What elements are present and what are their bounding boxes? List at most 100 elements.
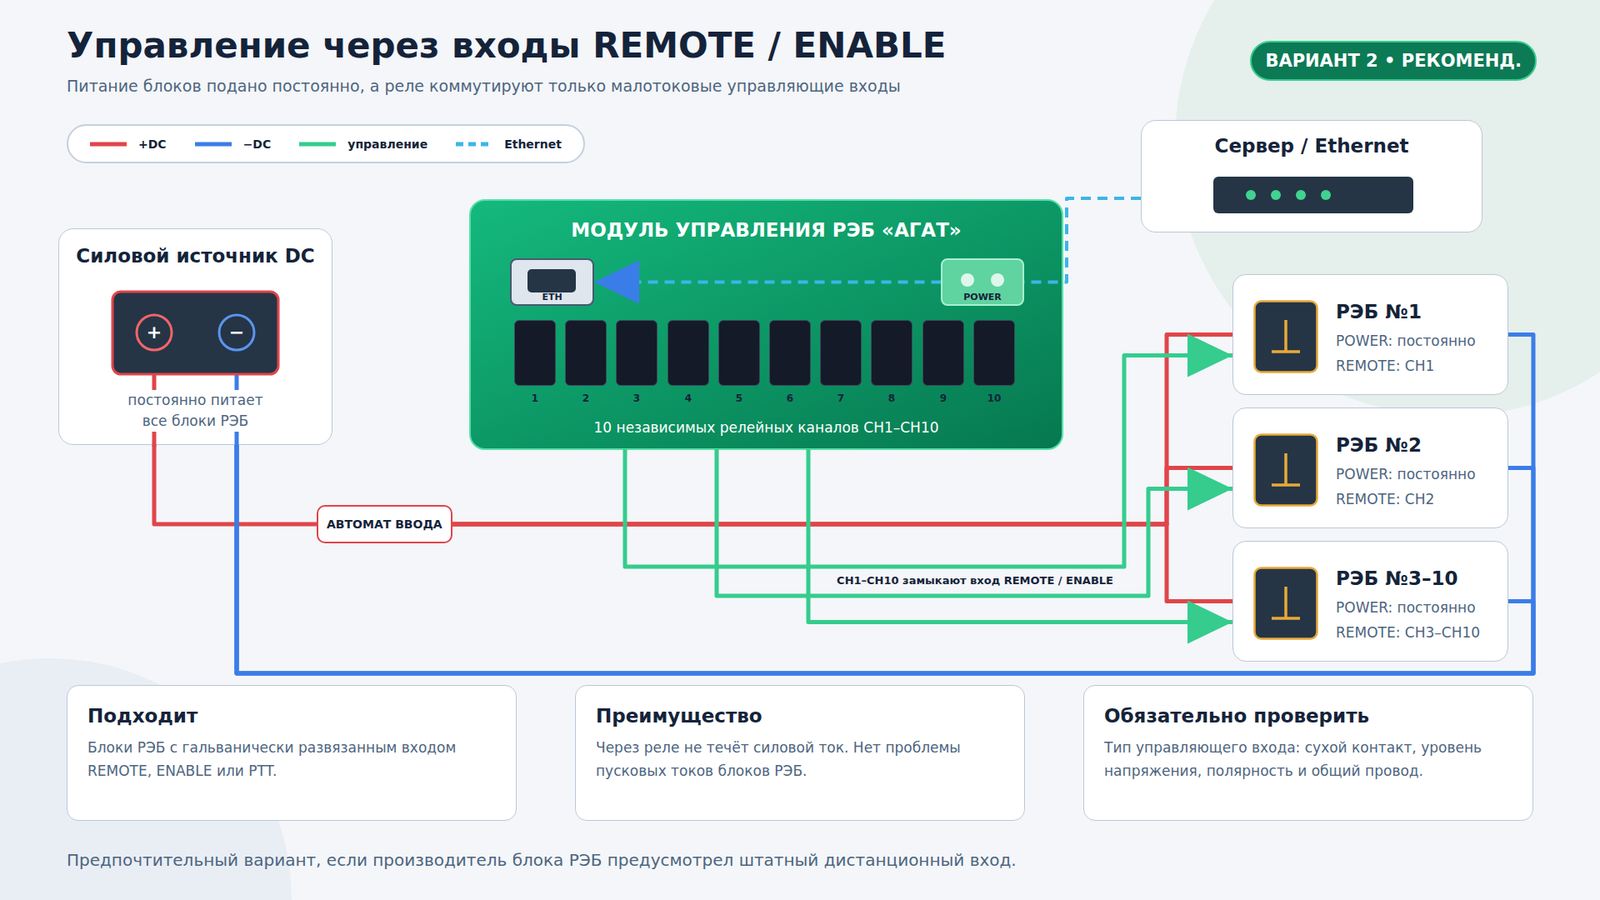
channel-number: 2 — [565, 392, 607, 405]
reb-icon — [1253, 300, 1319, 374]
power-pin — [960, 273, 975, 287]
channel-number: 5 — [718, 392, 760, 405]
relay-block — [615, 320, 658, 386]
legend-line — [90, 141, 127, 146]
legend-text: управление — [347, 137, 428, 151]
card-title: Преимущество — [595, 704, 1005, 728]
wire-connector — [808, 449, 1233, 623]
card-body: Блоки РЭБ с гальванически развязанным вх… — [87, 735, 496, 783]
server-body — [1213, 176, 1414, 214]
legend-sample — [455, 140, 493, 148]
status-led — [1320, 190, 1331, 200]
wire-connector — [236, 445, 1534, 674]
power-port: POWER — [940, 258, 1025, 306]
ground-symbol — [1271, 586, 1300, 619]
relay-block — [667, 320, 710, 386]
legend-sample — [299, 140, 336, 148]
eth-port: ETH — [510, 258, 595, 306]
info-card: ПодходитБлоки РЭБ с гальванически развяз… — [66, 685, 517, 821]
relay-channel: 7 — [820, 320, 862, 405]
icon-frame — [1255, 568, 1318, 640]
legend-line — [299, 141, 336, 146]
unit-line: POWER: постоянно — [1335, 461, 1498, 487]
info-card: ПреимуществоЧерез реле не течёт силовой … — [575, 685, 1025, 821]
card-body: Тип управляющего входа: сухой контакт, у… — [1104, 735, 1513, 783]
power-source-box: Силовой источник DCпостоянно питает все … — [58, 228, 333, 445]
info-card: Обязательно проверитьТип управляющего вх… — [1083, 685, 1534, 821]
relay-block — [514, 320, 556, 386]
channel-number: 8 — [870, 392, 913, 405]
reb-unit-box: РЭБ №1 POWER: постоянноREMOTE: CH1 — [1232, 274, 1509, 395]
relay-channel: 4 — [667, 320, 710, 405]
unit-line: REMOTE: CH3–CH10 — [1335, 620, 1498, 645]
reb-icon — [1253, 566, 1319, 640]
wire-connector — [452, 468, 1233, 525]
unit-line: REMOTE: CH1 — [1335, 353, 1498, 379]
legend-text: −DC — [243, 137, 272, 151]
relay-channel: 3 — [615, 320, 658, 405]
card-title: Обязательно проверить — [1104, 704, 1513, 728]
legend-box: +DC −DC управление Ethernet — [66, 124, 585, 164]
relay-channel: 2 — [565, 320, 607, 405]
channel-number: 10 — [973, 392, 1015, 405]
port-label: POWER — [942, 291, 1023, 303]
terminal-housing — [112, 291, 279, 375]
decor-circle — [1175, 0, 1600, 417]
relay-block — [718, 320, 760, 386]
relay-block — [820, 320, 862, 386]
wire-connector — [716, 449, 1233, 596]
legend-item: −DC — [195, 137, 272, 151]
breaker-label: АВТОМАТ ВВОДА — [326, 517, 443, 531]
status-led — [1245, 190, 1256, 200]
signal-note: CH1–CH10 замыкают вход REMOTE / ENABLE — [833, 573, 1117, 589]
relay-block — [870, 320, 913, 386]
breaker-box: АВТОМАТ ВВОДА — [316, 505, 453, 544]
legend-line — [455, 141, 493, 146]
unit-title: РЭБ №3–10 — [1335, 566, 1498, 590]
channel-number: 6 — [769, 392, 811, 405]
card-title: Подходит — [87, 704, 496, 728]
subtitle: Питание блоков подано постоянно, а реле … — [66, 76, 901, 95]
unit-line: POWER: постоянно — [1335, 595, 1498, 620]
caption: Предпочтительный вариант, если производи… — [66, 850, 1017, 870]
unit-title: РЭБ №2 — [1335, 433, 1498, 457]
status-led — [1270, 190, 1281, 200]
icon-frame — [1255, 301, 1318, 373]
reb-unit-box: РЭБ №3–10POWER: постоянноREMOTE: CH3–CH1… — [1232, 540, 1509, 662]
legend-text: +DC — [138, 137, 167, 151]
relay-channel: 6 — [769, 320, 811, 405]
terminal-minus — [219, 315, 255, 350]
module-title: МОДУЛЬ УПРАВЛЕНИЯ РЭБ «АГАТ» — [470, 218, 1063, 242]
terminal-sign: − — [229, 323, 245, 342]
unit-title: РЭБ №1 — [1335, 300, 1498, 324]
reb-unit-box: РЭБ №2 POWER: постоянноREMOTE: CH2 — [1232, 407, 1509, 529]
terminal-sign: + — [146, 323, 162, 342]
relay-block — [565, 320, 607, 386]
server-device — [1213, 176, 1414, 214]
control-module: ETHPOWER12345678910МОДУЛЬ УПРАВЛЕНИЯ РЭБ… — [470, 200, 1063, 450]
wire-connector — [236, 445, 1534, 674]
relay-block — [973, 320, 1015, 386]
diagram-title: Управление через входы REMOTE / ENABLE — [66, 25, 946, 66]
legend-sample — [195, 140, 232, 148]
channel-number: 7 — [820, 392, 862, 405]
unit-line: POWER: постоянно — [1335, 328, 1498, 354]
box-note: постоянно питает все блоки РЭБ — [120, 390, 271, 432]
icon-frame — [1255, 435, 1318, 506]
power-pin — [990, 273, 1005, 287]
status-led — [1295, 190, 1306, 200]
legend-sample — [90, 140, 127, 148]
relay-block — [922, 320, 965, 386]
channel-number: 4 — [667, 392, 710, 405]
legend-item: Ethernet — [455, 137, 562, 151]
relay-channel: 5 — [718, 320, 760, 405]
unit-line: REMOTE: CH2 — [1335, 486, 1498, 512]
legend-text: Ethernet — [504, 137, 562, 151]
eth-socket — [527, 269, 576, 293]
legend-item: +DC — [90, 137, 167, 151]
variant-badge: ВАРИАНТ 2 • РЕКОМЕНД. — [1250, 40, 1537, 81]
ground-symbol — [1271, 453, 1300, 485]
ground-symbol — [1271, 320, 1300, 352]
wire-connector — [452, 524, 1233, 602]
relay-channel: 1 — [514, 320, 556, 405]
